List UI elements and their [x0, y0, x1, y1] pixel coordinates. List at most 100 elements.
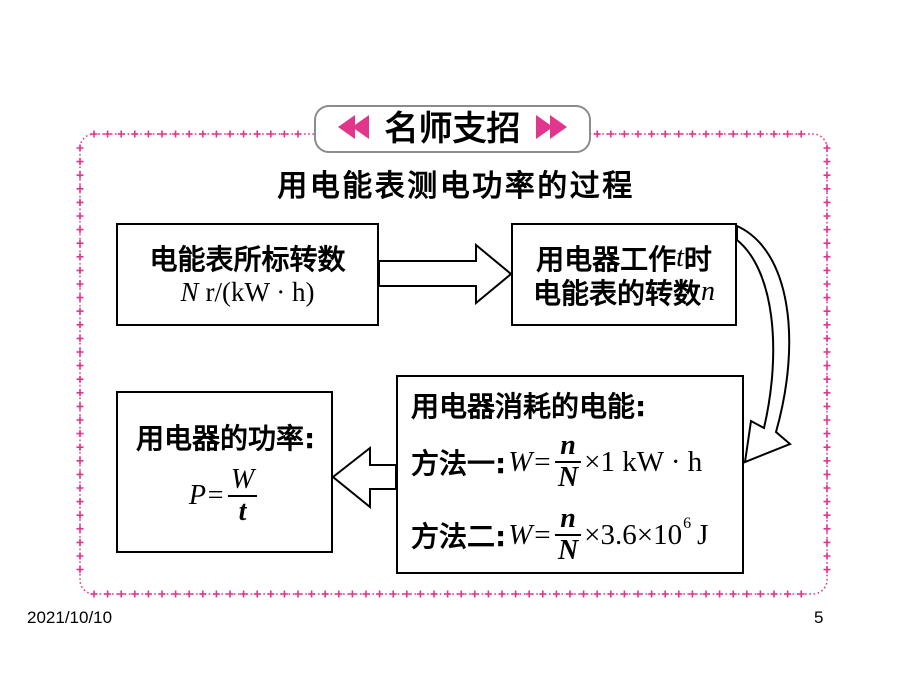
border-plus-mark: [823, 266, 831, 274]
border-plus-mark: [76, 212, 84, 220]
border-plus-mark: [104, 590, 112, 598]
method-two-exponent: 6: [683, 515, 692, 532]
border-plus-mark: [648, 130, 656, 138]
border-plus-mark: [76, 321, 84, 329]
border-plus-mark: [457, 590, 465, 598]
border-plus-mark: [76, 375, 84, 383]
border-plus-mark: [185, 130, 193, 138]
border-plus-mark: [76, 294, 84, 302]
power-heading-row: 用电器的功率:: [136, 420, 331, 455]
border-plus-mark: [199, 130, 207, 138]
border-plus-mark: [823, 375, 831, 383]
border-plus-mark: [525, 590, 533, 598]
border-plus-mark: [267, 590, 275, 598]
meter-rating-label: 电能表所标转数: [149, 243, 346, 276]
border-plus-mark: [566, 590, 574, 598]
meter-rating-box: 电能表所标转数 N r/(kW · h): [116, 223, 379, 326]
border-plus-mark: [104, 130, 112, 138]
border-plus-mark: [823, 253, 831, 261]
border-plus-mark: [580, 590, 588, 598]
border-plus-mark: [76, 334, 84, 342]
border-plus-mark: [280, 590, 288, 598]
border-plus-mark: [823, 566, 831, 574]
border-plus-mark: [294, 130, 302, 138]
border-plus-mark: [76, 158, 84, 166]
border-plus-mark: [823, 484, 831, 492]
border-plus-mark: [76, 389, 84, 397]
energy-heading-row: 用电器消耗的电能:: [411, 388, 742, 423]
border-plus-mark: [90, 130, 98, 138]
border-plus-mark: [743, 590, 751, 598]
border-plus-mark: [158, 130, 166, 138]
border-plus-mark: [226, 130, 234, 138]
border-plus-mark: [716, 130, 724, 138]
border-plus-mark: [416, 590, 424, 598]
border-plus-mark: [823, 402, 831, 410]
border-plus-mark: [76, 470, 84, 478]
border-plus-mark: [823, 511, 831, 519]
border-plus-mark: [348, 590, 356, 598]
border-plus-mark: [756, 590, 764, 598]
border-plus-mark: [661, 590, 669, 598]
border-plus-mark: [199, 590, 207, 598]
border-plus-mark: [823, 212, 831, 220]
method-one-fraction: n N: [554, 431, 582, 493]
border-plus-mark: [267, 130, 275, 138]
border-plus-mark: [823, 226, 831, 234]
footer-date: 2021/10/10: [27, 608, 113, 627]
border-plus-mark: [90, 590, 98, 598]
right-arrow-icon: [378, 242, 513, 306]
border-plus-mark: [675, 590, 683, 598]
border-plus-mark: [76, 348, 84, 356]
border-plus-mark: [498, 590, 506, 598]
border-plus-mark: [76, 566, 84, 574]
border-plus-mark: [76, 307, 84, 315]
border-plus-mark: [729, 590, 737, 598]
border-plus-mark: [823, 334, 831, 342]
border-plus-mark: [144, 130, 152, 138]
title-badge: [314, 105, 591, 153]
operation-time-suffix: 时: [683, 243, 712, 276]
diagram-title: 用电能表测电功率的过程: [277, 169, 635, 204]
border-plus-mark: [362, 590, 370, 598]
power-formula-row: P= W t: [118, 464, 331, 528]
border-plus-mark: [144, 590, 152, 598]
border-plus-mark: [823, 389, 831, 397]
border-plus-mark: [76, 239, 84, 247]
border-plus-mark: [484, 590, 492, 598]
border-plus-mark: [823, 171, 831, 179]
border-plus-mark: [321, 590, 329, 598]
border-plus-mark: [823, 470, 831, 478]
power-formula-lhs: P=: [188, 480, 225, 511]
border-plus-mark: [784, 130, 792, 138]
border-plus-mark: [648, 590, 656, 598]
meter-rating-unit: r/(kW · h): [205, 276, 315, 307]
border-plus-mark: [823, 525, 831, 533]
border-plus-mark: [823, 348, 831, 356]
border-plus-mark: [823, 321, 831, 329]
border-plus-mark: [76, 280, 84, 288]
border-plus-mark: [552, 590, 560, 598]
border-plus-mark: [76, 511, 84, 519]
border-plus-mark: [403, 590, 411, 598]
border-plus-mark: [823, 362, 831, 370]
method-two-lhs: W=: [508, 518, 552, 551]
power-heading: 用电器的功率:: [136, 422, 316, 455]
border-plus-mark: [823, 158, 831, 166]
method-two-fraction: n N: [554, 504, 582, 566]
border-plus-mark: [185, 590, 193, 598]
double-chevron-left-icon: [338, 115, 369, 139]
border-plus-mark: [117, 590, 125, 598]
border-plus-mark: [823, 294, 831, 302]
border-plus-mark: [716, 590, 724, 598]
method-one-lhs: W=: [508, 445, 552, 478]
power-formula-numerator: W: [227, 465, 258, 497]
method-one-label: 方法一:: [411, 447, 507, 480]
border-plus-marks: [76, 130, 831, 598]
border-plus-mark: [131, 590, 139, 598]
border-plus-mark: [444, 590, 452, 598]
border-plus-mark: [76, 525, 84, 533]
left-arrow-icon: [331, 445, 397, 510]
border-plus-mark: [823, 280, 831, 288]
